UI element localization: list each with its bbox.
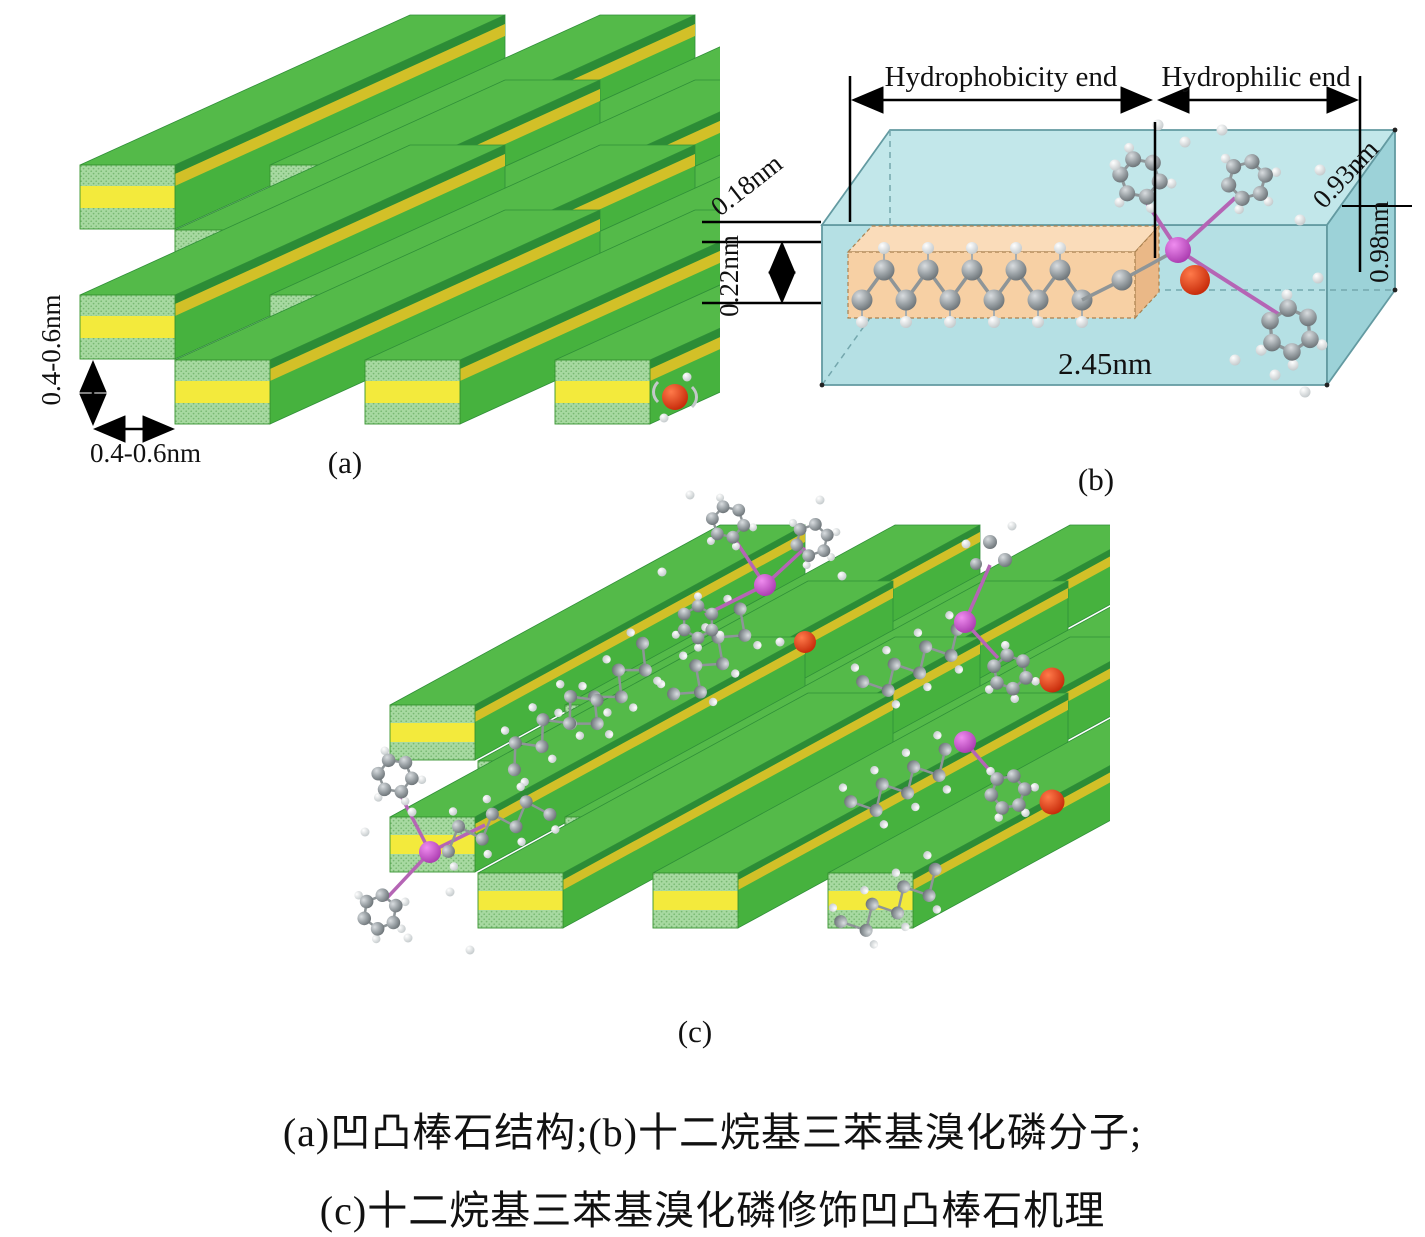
phosphorus-atom xyxy=(419,841,441,863)
figure-caption-line-1: (a)凹凸棒石结构;(b)十二烷基三苯基溴化磷分子; xyxy=(282,1110,1143,1155)
panel-a-attapulgite-structure: 0.4-0.6nm 0.4-0.6nm (a) xyxy=(36,14,720,480)
panel-c-modified-attapulgite: (c) xyxy=(350,490,1110,1049)
channel-width-label: 0.4-0.6nm xyxy=(90,438,201,468)
panel-a-tag: (a) xyxy=(328,445,362,480)
phosphorus-atom xyxy=(754,574,776,596)
phosphorus-atom xyxy=(1165,237,1191,263)
phosphonium-cluster-left xyxy=(350,743,565,955)
hydrophilic-end-label: Hydrophilic end xyxy=(1161,61,1351,93)
panel-b-molecule-box: Hydrophobicity end Hydrophilic end 0.18n… xyxy=(702,61,1412,497)
phosphonium-cluster-right-2 xyxy=(954,731,1065,825)
dim-098-label: 0.98nm xyxy=(1364,201,1394,283)
panel-c-tag: (c) xyxy=(678,1014,712,1049)
dim-245-label: 2.45nm xyxy=(1058,346,1152,381)
phosphonium-cluster-top xyxy=(657,490,850,661)
phosphorus-atom xyxy=(954,611,976,633)
phosphonium-cluster-right-1 xyxy=(954,521,1065,711)
dim-018-label: 0.18nm xyxy=(705,148,788,222)
panel-b-tag: (b) xyxy=(1078,462,1114,497)
red-sphere-notch xyxy=(794,631,816,653)
methylene-carbon xyxy=(1111,269,1133,291)
figure-caption-line-2: (c)十二烷基三苯基溴化磷修饰凹凸棒石机理 xyxy=(319,1188,1106,1233)
channel-height-label: 0.4-0.6nm xyxy=(36,295,66,406)
hydrophobic-end-label: Hydrophobicity end xyxy=(885,61,1118,93)
red-sphere-free xyxy=(652,372,698,423)
bromide-atom xyxy=(1180,265,1210,295)
phosphorus-atom xyxy=(954,731,976,753)
dim-022-label: 0.22nm xyxy=(714,235,744,317)
bromide-atom xyxy=(1039,667,1065,693)
bromide-atom xyxy=(1039,789,1065,815)
